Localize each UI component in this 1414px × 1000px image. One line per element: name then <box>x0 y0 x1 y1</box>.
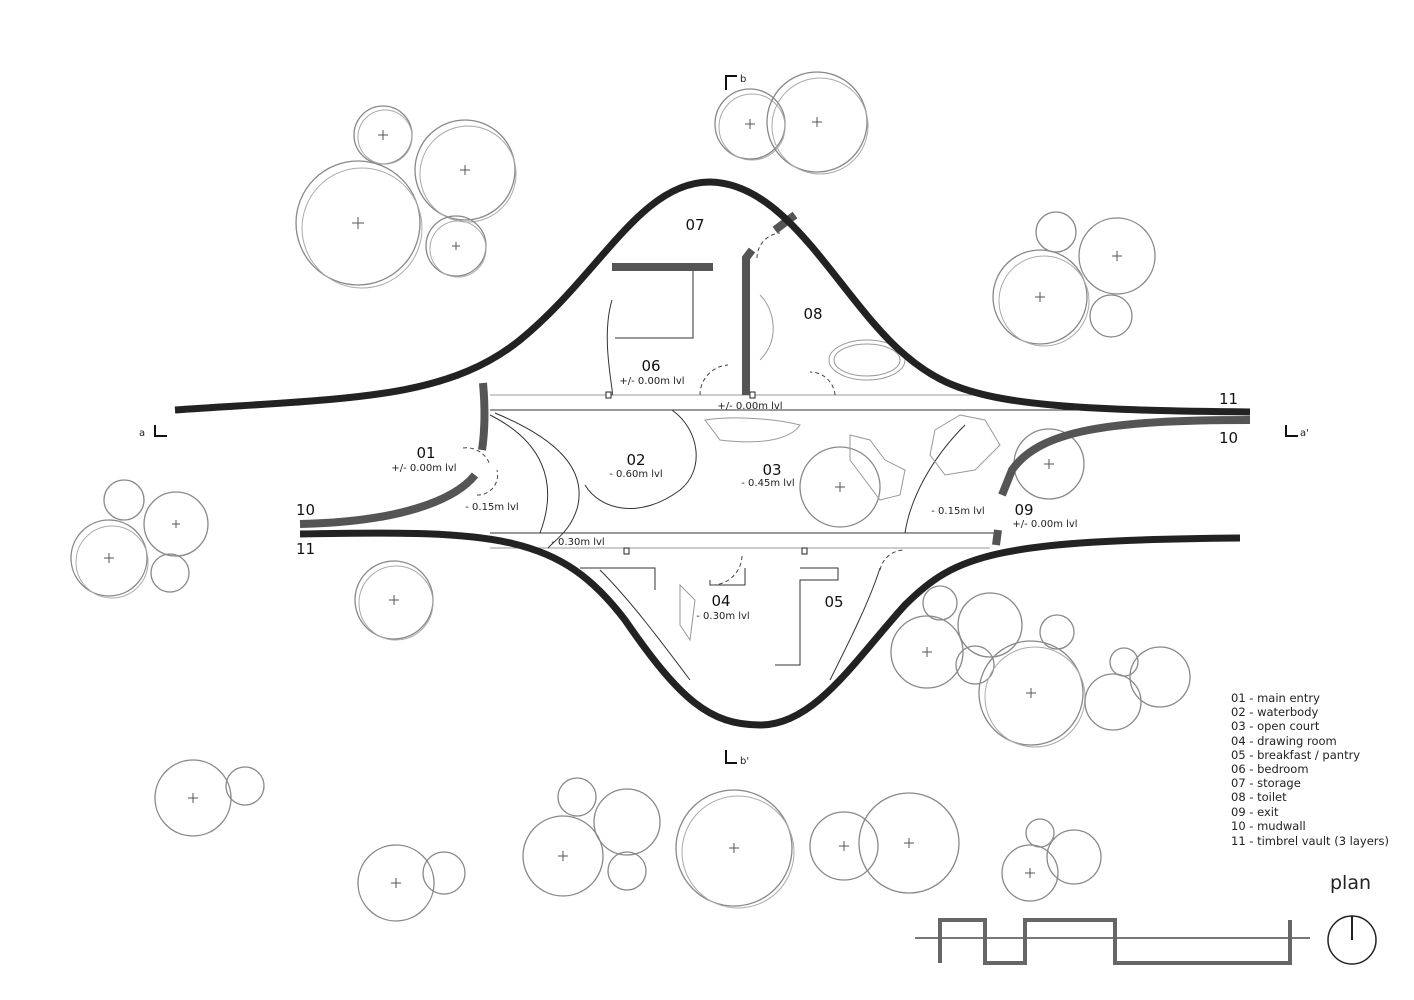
tree-cluster-w <box>70 479 209 599</box>
court-edge-right <box>904 424 966 534</box>
waterbody-outline <box>584 409 697 509</box>
legend-item: 01 - main entry <box>1231 691 1320 705</box>
room-02-level: - 0.60m lvl <box>609 469 662 480</box>
legend-item: 09 - exit <box>1231 805 1279 819</box>
scale-bar <box>915 918 1310 965</box>
tree-cluster-se <box>890 585 1191 748</box>
tree-singles <box>154 428 1085 922</box>
mudwall-east <box>998 416 1251 497</box>
plan-title: plan <box>1330 872 1371 894</box>
corridor-level: +/- 0.00m lvl <box>717 401 782 412</box>
pool-edge-left <box>489 414 549 534</box>
north-arrow-icon <box>1327 915 1377 965</box>
section-b-prime-mark <box>725 750 737 764</box>
callouts: 10 11 11 10 <box>296 390 1238 558</box>
rock-2 <box>929 414 1001 476</box>
section-a-mark <box>154 425 167 437</box>
legend-item: 05 - breakfast / pantry <box>1231 748 1360 762</box>
wall-toilet <box>742 247 756 395</box>
drawing-room-walls <box>580 567 839 666</box>
callout-11-east: 11 <box>1219 390 1238 408</box>
room-07-number: 07 <box>685 216 704 234</box>
stone-left <box>704 417 801 443</box>
rock-1 <box>849 434 906 501</box>
room-01-level: +/- 0.00m lvl <box>391 463 456 474</box>
bottom-level: - 0.30m lvl <box>551 537 604 548</box>
room-06-level: +/- 0.00m lvl <box>619 376 684 387</box>
room-04-number: 04 <box>711 592 730 610</box>
walls <box>174 178 1251 729</box>
right-level: - 0.15m lvl <box>931 506 984 517</box>
room-08-number: 08 <box>803 305 822 323</box>
room-09-number: 09 <box>1014 501 1033 519</box>
section-a-label: a <box>139 428 145 439</box>
legend: 01 - main entry 02 - waterbody 03 - open… <box>1231 691 1389 848</box>
callout-10-west: 10 <box>296 501 315 519</box>
trees <box>70 71 1191 922</box>
room-03-level: - 0.45m lvl <box>741 478 794 489</box>
section-b-prime-label: b' <box>740 756 749 767</box>
callout-10-east: 10 <box>1219 429 1238 447</box>
legend-item: 11 - timbrel vault (3 layers) <box>1231 834 1389 848</box>
section-b-label: b <box>740 74 746 85</box>
tree-cluster-ne <box>992 211 1156 347</box>
section-a-prime-label: a' <box>1300 428 1309 439</box>
mudwall-west-upper <box>478 382 489 451</box>
tree-cluster-nw <box>295 105 517 289</box>
section-a-prime-mark <box>1285 425 1298 437</box>
room-09-level: +/- 0.00m lvl <box>1012 519 1077 530</box>
legend-item: 08 - toilet <box>1231 790 1287 804</box>
tree-cluster-s <box>522 777 1102 909</box>
stone-lower <box>679 583 696 642</box>
legend-item: 06 - bedroom <box>1231 762 1309 776</box>
section-markers: a a' b b' <box>139 74 1309 767</box>
legend-item: 03 - open court <box>1231 719 1320 733</box>
room-04-level: - 0.30m lvl <box>696 611 749 622</box>
legend-item: 04 - drawing room <box>1231 734 1337 748</box>
room-01-number: 01 <box>416 444 435 462</box>
left-level: - 0.15m lvl <box>465 502 518 513</box>
room-06-number: 06 <box>641 357 660 375</box>
room-labels: 01 +/- 0.00m lvl 02 - 0.60m lvl 03 - 0.4… <box>391 216 1077 622</box>
room-02-number: 02 <box>626 451 645 469</box>
legend-item: 07 - storage <box>1231 776 1301 790</box>
basin <box>759 294 774 361</box>
section-b-mark <box>725 75 737 90</box>
tree-cluster-n <box>714 71 869 175</box>
legend-item: 02 - waterbody <box>1231 705 1318 719</box>
room-03-number: 03 <box>762 461 781 479</box>
room-05-number: 05 <box>824 593 843 611</box>
timbrel-vault-north <box>174 178 1251 416</box>
callout-11-west: 11 <box>296 540 315 558</box>
bathtub <box>828 339 906 381</box>
timbrel-vault-south <box>299 529 1241 729</box>
bedroom-wall <box>606 299 613 396</box>
legend-item: 10 - mudwall <box>1231 819 1306 833</box>
mudwall-west-lower <box>299 472 479 528</box>
